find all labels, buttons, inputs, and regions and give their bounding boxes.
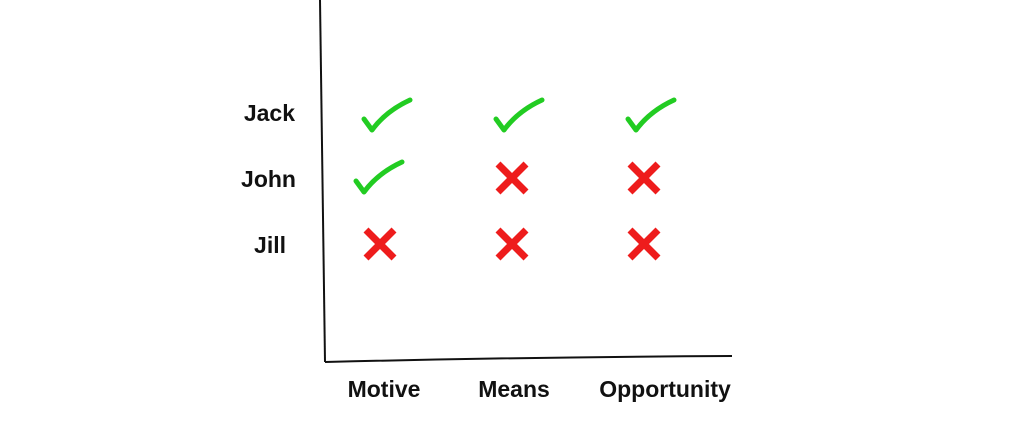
y-axis-line — [319, 0, 326, 363]
col-label-opportunity: Opportunity — [599, 376, 731, 402]
cross-icon-john-opportunity — [627, 161, 661, 195]
col-label-means: Means — [478, 376, 550, 402]
cross-icon-jill-opportunity — [627, 227, 661, 261]
check-icon-jack-motive — [361, 97, 413, 133]
check-icon-jack-opportunity — [625, 97, 677, 133]
col-label-motive: Motive — [347, 376, 421, 402]
x-axis-line — [324, 355, 733, 363]
cross-icon-john-means — [495, 161, 529, 195]
check-icon-jack-means — [493, 97, 545, 133]
cross-icon-jill-motive — [363, 227, 397, 261]
row-label-jack: Jack — [243, 100, 295, 126]
check-icon-john-motive — [353, 159, 405, 195]
row-label-john: John — [241, 166, 296, 192]
cross-icon-jill-means — [495, 227, 529, 261]
row-label-jill: Jill — [254, 232, 286, 258]
